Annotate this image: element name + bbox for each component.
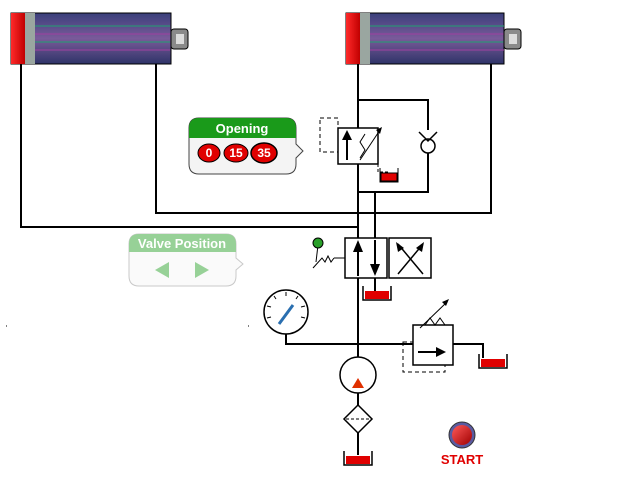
reservoir-tank (362, 286, 392, 301)
reservoir-tank (478, 354, 508, 369)
opening-option-label: 0 (206, 146, 213, 160)
opening-option-0[interactable]: 0 (197, 143, 221, 163)
oil-filter (342, 403, 374, 435)
reservoir-tank (343, 451, 373, 466)
directional-control-valve (312, 237, 432, 279)
valve-position-panel: Valve Position (128, 233, 244, 287)
pressure-reducing-valve (402, 299, 454, 373)
opening-panel-title: Opening (216, 121, 269, 136)
arrow-left-icon[interactable] (155, 262, 169, 278)
right-hydraulic-cylinder (345, 12, 522, 65)
hydraulic-pump (339, 356, 377, 394)
opening-option-label: 15 (229, 146, 243, 160)
opening-panel: Opening 0 15 35 (188, 117, 304, 175)
start-label: START (441, 452, 483, 467)
opening-option-15[interactable]: 15 (223, 143, 249, 163)
pressure-relief-valve (319, 117, 399, 183)
arrow-right-icon[interactable] (195, 262, 209, 278)
opening-option-label: 35 (257, 146, 271, 160)
opening-option-35[interactable]: 35 (250, 142, 278, 164)
start-button[interactable]: START (441, 421, 483, 467)
check-valve (418, 131, 438, 154)
pressure-gauge (263, 289, 309, 335)
hydraulic-lines (20, 64, 492, 455)
left-hydraulic-cylinder (10, 12, 189, 65)
valve-position-panel-title: Valve Position (138, 236, 226, 251)
